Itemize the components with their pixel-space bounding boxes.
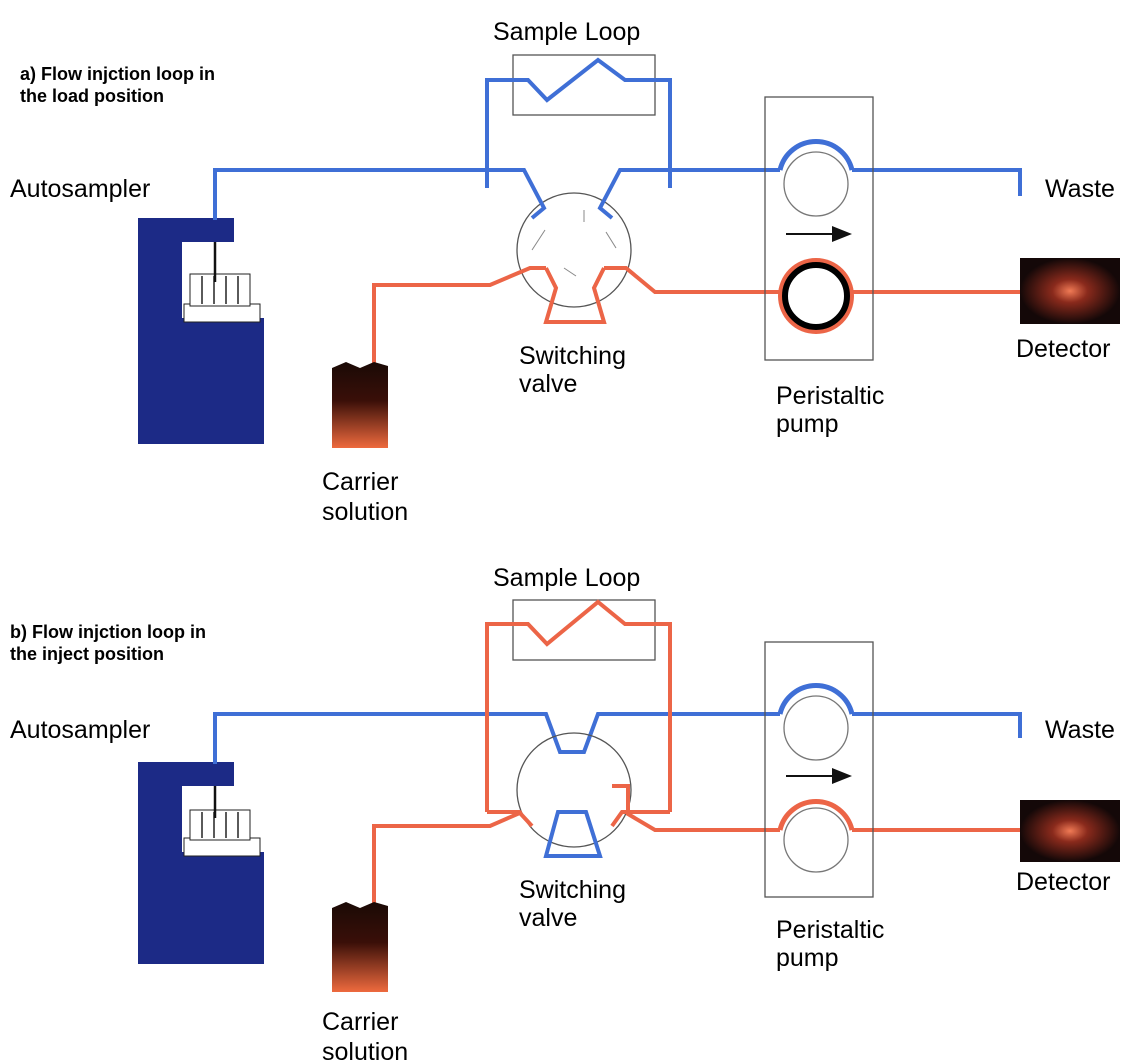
flow-direction-arrow	[786, 768, 852, 784]
panel-title-line2: the load position	[20, 86, 164, 106]
carrier-to-pump-line	[612, 784, 780, 832]
detector	[1020, 800, 1120, 862]
carrier-line	[372, 266, 546, 402]
carrier-label-line2: solution	[322, 498, 408, 526]
pump-top-tube	[777, 683, 855, 715]
pump-roller-top	[783, 695, 849, 761]
valve-label-line2: valve	[519, 370, 577, 398]
panel-inject-position: b) Flow injction loop in the inject posi…	[10, 564, 1120, 1064]
autosampler-label: Autosampler	[10, 716, 150, 744]
sample-loop-label: Sample Loop	[493, 564, 640, 592]
detector-label: Detector	[1016, 335, 1110, 363]
carrier-label-line1: Carrier	[322, 468, 398, 496]
carrier-label-line1: Carrier	[322, 1008, 398, 1036]
pump-label-line2: pump	[776, 410, 839, 438]
waste-label: Waste	[1045, 716, 1115, 744]
pump-roller-bottom	[783, 807, 849, 873]
valve-port-right	[597, 168, 670, 220]
flow-direction-arrow	[786, 226, 852, 242]
panel-title-line2: the inject position	[10, 644, 164, 664]
pump-label-line1: Peristaltic	[776, 382, 884, 410]
valve-arrows	[531, 210, 617, 277]
switching-valve	[516, 732, 632, 848]
sample-loop-label: Sample Loop	[493, 18, 640, 46]
carrier-bottle	[332, 902, 388, 992]
valve-bottom-channel	[543, 810, 603, 858]
autosampler	[138, 218, 264, 444]
carrier-line	[372, 810, 523, 940]
valve-bottom-channel	[543, 267, 607, 324]
pump-label-line2: pump	[776, 944, 839, 972]
pump-bottom-tube	[777, 799, 855, 831]
sample-loop-box	[512, 54, 656, 116]
sample-line	[213, 168, 495, 220]
waste-outlet	[852, 712, 1022, 738]
peristaltic-pump	[764, 96, 874, 361]
pump-label-line1: Peristaltic	[776, 916, 884, 944]
waste-outlet	[852, 168, 1022, 196]
autosampler	[138, 762, 264, 964]
detector-label: Detector	[1016, 868, 1110, 896]
pump-roller-top	[783, 151, 849, 217]
valve-port-left	[487, 168, 547, 220]
sample-loop-tube	[485, 57, 672, 188]
valve-label-line1: Switching	[519, 876, 626, 904]
valve-port-right	[610, 810, 670, 828]
sample-line	[213, 712, 780, 764]
carrier-label-line2: solution	[322, 1038, 408, 1064]
panel-title-line1: b) Flow injction loop in	[10, 622, 206, 642]
switching-valve	[516, 192, 632, 308]
panel-title-line1: a) Flow injction loop in	[20, 64, 215, 84]
carrier-to-pump-line	[604, 266, 780, 294]
waste-label: Waste	[1045, 175, 1115, 203]
pump-top-tube	[777, 139, 855, 171]
panel-load-position: a) Flow injction loop in the load positi…	[10, 18, 1120, 526]
detector	[1020, 258, 1120, 324]
valve-label-line1: Switching	[519, 342, 626, 370]
valve-label-line2: valve	[519, 904, 577, 932]
sample-loop-tube	[485, 599, 672, 812]
peristaltic-pump	[764, 641, 874, 898]
sample-loop-box	[512, 599, 656, 661]
autosampler-label: Autosampler	[10, 175, 150, 203]
carrier-bottle	[332, 362, 388, 448]
